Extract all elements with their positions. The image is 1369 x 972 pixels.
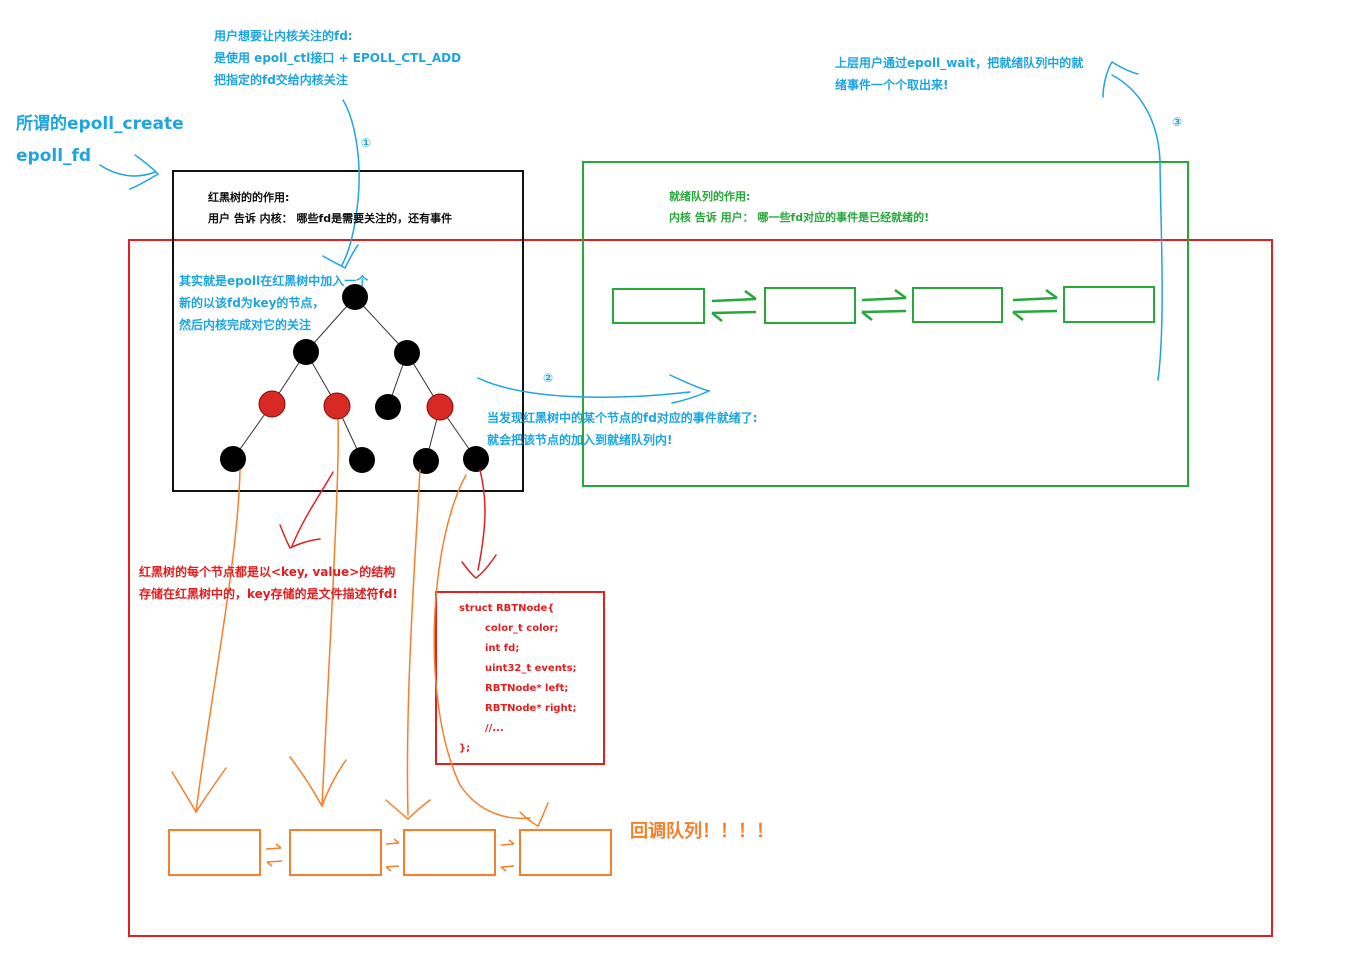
code-line-3: int fd;	[485, 643, 520, 654]
epoll-wait-note: 上层用户通过epoll_wait，把就绪队列中的就 绪事件一个个取出来!	[835, 52, 1083, 96]
red-arrows	[279, 469, 497, 579]
rbtree-insert-note-line-3: 然后内核完成对它的关注	[179, 318, 312, 332]
user-add-note-line-1: 用户想要让内核关注的fd:	[214, 29, 353, 43]
epoll-create-line: 所谓的epoll_create	[16, 114, 184, 134]
node-structure-note: 红黑树的每个节点都是以<key, value>的结构 存储在红黑树中的，key存…	[139, 561, 398, 605]
tree-node-l2-red-1	[258, 390, 286, 418]
rbtree-purpose-desc: 用户 告诉 内核： 哪些fd是需要关注的，还有事件	[208, 212, 453, 225]
marker-three: ③	[1172, 115, 1183, 129]
epoll-fd-line: epoll_fd	[16, 146, 92, 166]
rbtnode-struct-code: struct RBTNode{ color_t color; int fd; u…	[459, 599, 577, 759]
ready-event-note-line-2: 就会把该节点的加入到就绪队列内!	[487, 433, 673, 447]
ready-queue-purpose: 就绪队列的作用: 内核 告诉 用户： 哪一些fd对应的事件是已经就绪的!	[669, 186, 929, 228]
callback-node-1	[168, 829, 261, 876]
rbtree-frame	[172, 170, 524, 492]
epoll-wait-note-line-2: 绪事件一个个取出来!	[835, 78, 949, 92]
code-line-8: };	[459, 743, 471, 754]
rbtree-purpose: 红黑树的的作用: 用户 告诉 内核： 哪些fd是需要关注的，还有事件	[208, 187, 452, 229]
code-line-6: RBTNode* right;	[485, 703, 577, 714]
ready-node-1	[612, 288, 705, 324]
kernel-frame	[128, 239, 1273, 937]
orange-arrows	[171, 419, 549, 828]
callback-node-2	[289, 829, 382, 876]
epoll-create-label: 所谓的epoll_create epoll_fd	[16, 108, 184, 172]
tree-node-leaf-3	[413, 448, 439, 474]
code-line-4: uint32_t events;	[485, 663, 577, 674]
callback-queue-nodes	[168, 829, 612, 876]
tree-node-l2-red-3	[426, 393, 454, 421]
ready-node-3	[912, 287, 1003, 323]
user-add-note-line-2: 是使用 epoll_ctl接口 + EPOLL_CTL_ADD	[214, 51, 462, 65]
ready-node-2	[764, 287, 856, 324]
callback-queue-links	[265, 838, 515, 872]
code-line-2: color_t color;	[485, 623, 559, 634]
blue-arrows	[99, 61, 1163, 404]
node-structure-note-line-2: 存储在红黑树中的，key存储的是文件描述符fd!	[139, 587, 398, 601]
ready-event-note-line-1: 当发现红黑树中的某个节点的fd对应的事件就绪了:	[487, 411, 758, 425]
rbtree-insert-note-line-1: 其实就是epoll在红黑树中加入一个	[179, 274, 369, 288]
user-add-note: 用户想要让内核关注的fd: 是使用 epoll_ctl接口 + EPOLL_CT…	[214, 25, 461, 91]
marker-one: ①	[361, 136, 372, 150]
tree-node-l1-left	[293, 339, 319, 365]
tree-node-l2-black	[375, 394, 401, 420]
tree-node-l1-right	[394, 340, 420, 366]
tree-node-l2-red-2	[323, 392, 351, 420]
callback-queue-label: 回调队列！！！！	[630, 821, 774, 842]
code-line-5: RBTNode* left;	[485, 683, 569, 694]
callback-node-4	[519, 829, 612, 876]
tree-node-leaf-1	[220, 446, 246, 472]
epoll-wait-note-line-1: 上层用户通过epoll_wait，把就绪队列中的就	[835, 56, 1084, 70]
ready-queue-nodes	[612, 286, 1155, 324]
ready-queue-links	[711, 288, 1058, 322]
code-line-7: //...	[485, 723, 504, 734]
ready-node-4	[1063, 286, 1155, 323]
marker-two: ②	[543, 371, 554, 385]
code-line-1: struct RBTNode{	[459, 603, 555, 614]
rbtree-insert-note-line-2: 新的以该fd为key的节点，	[179, 296, 325, 310]
callback-node-3	[403, 829, 496, 876]
rbtree-insert-note: 其实就是epoll在红黑树中加入一个 新的以该fd为key的节点， 然后内核完成…	[179, 270, 368, 336]
user-add-note-line-3: 把指定的fd交给内核关注	[214, 73, 348, 87]
node-structure-note-line-1: 红黑树的每个节点都是以<key, value>的结构	[139, 565, 396, 579]
tree-node-root	[342, 284, 368, 310]
ready-queue-frame	[582, 161, 1189, 487]
ready-queue-purpose-title: 就绪队列的作用:	[669, 190, 751, 203]
ready-queue-purpose-desc: 内核 告诉 用户： 哪一些fd对应的事件是已经就绪的!	[669, 211, 930, 224]
tree-node-leaf-2	[349, 447, 375, 473]
ready-event-note: 当发现红黑树中的某个节点的fd对应的事件就绪了: 就会把该节点的加入到就绪队列内…	[487, 407, 758, 451]
tree-node-leaf-4	[463, 446, 489, 472]
rbtree-purpose-title: 红黑树的的作用:	[208, 191, 290, 204]
